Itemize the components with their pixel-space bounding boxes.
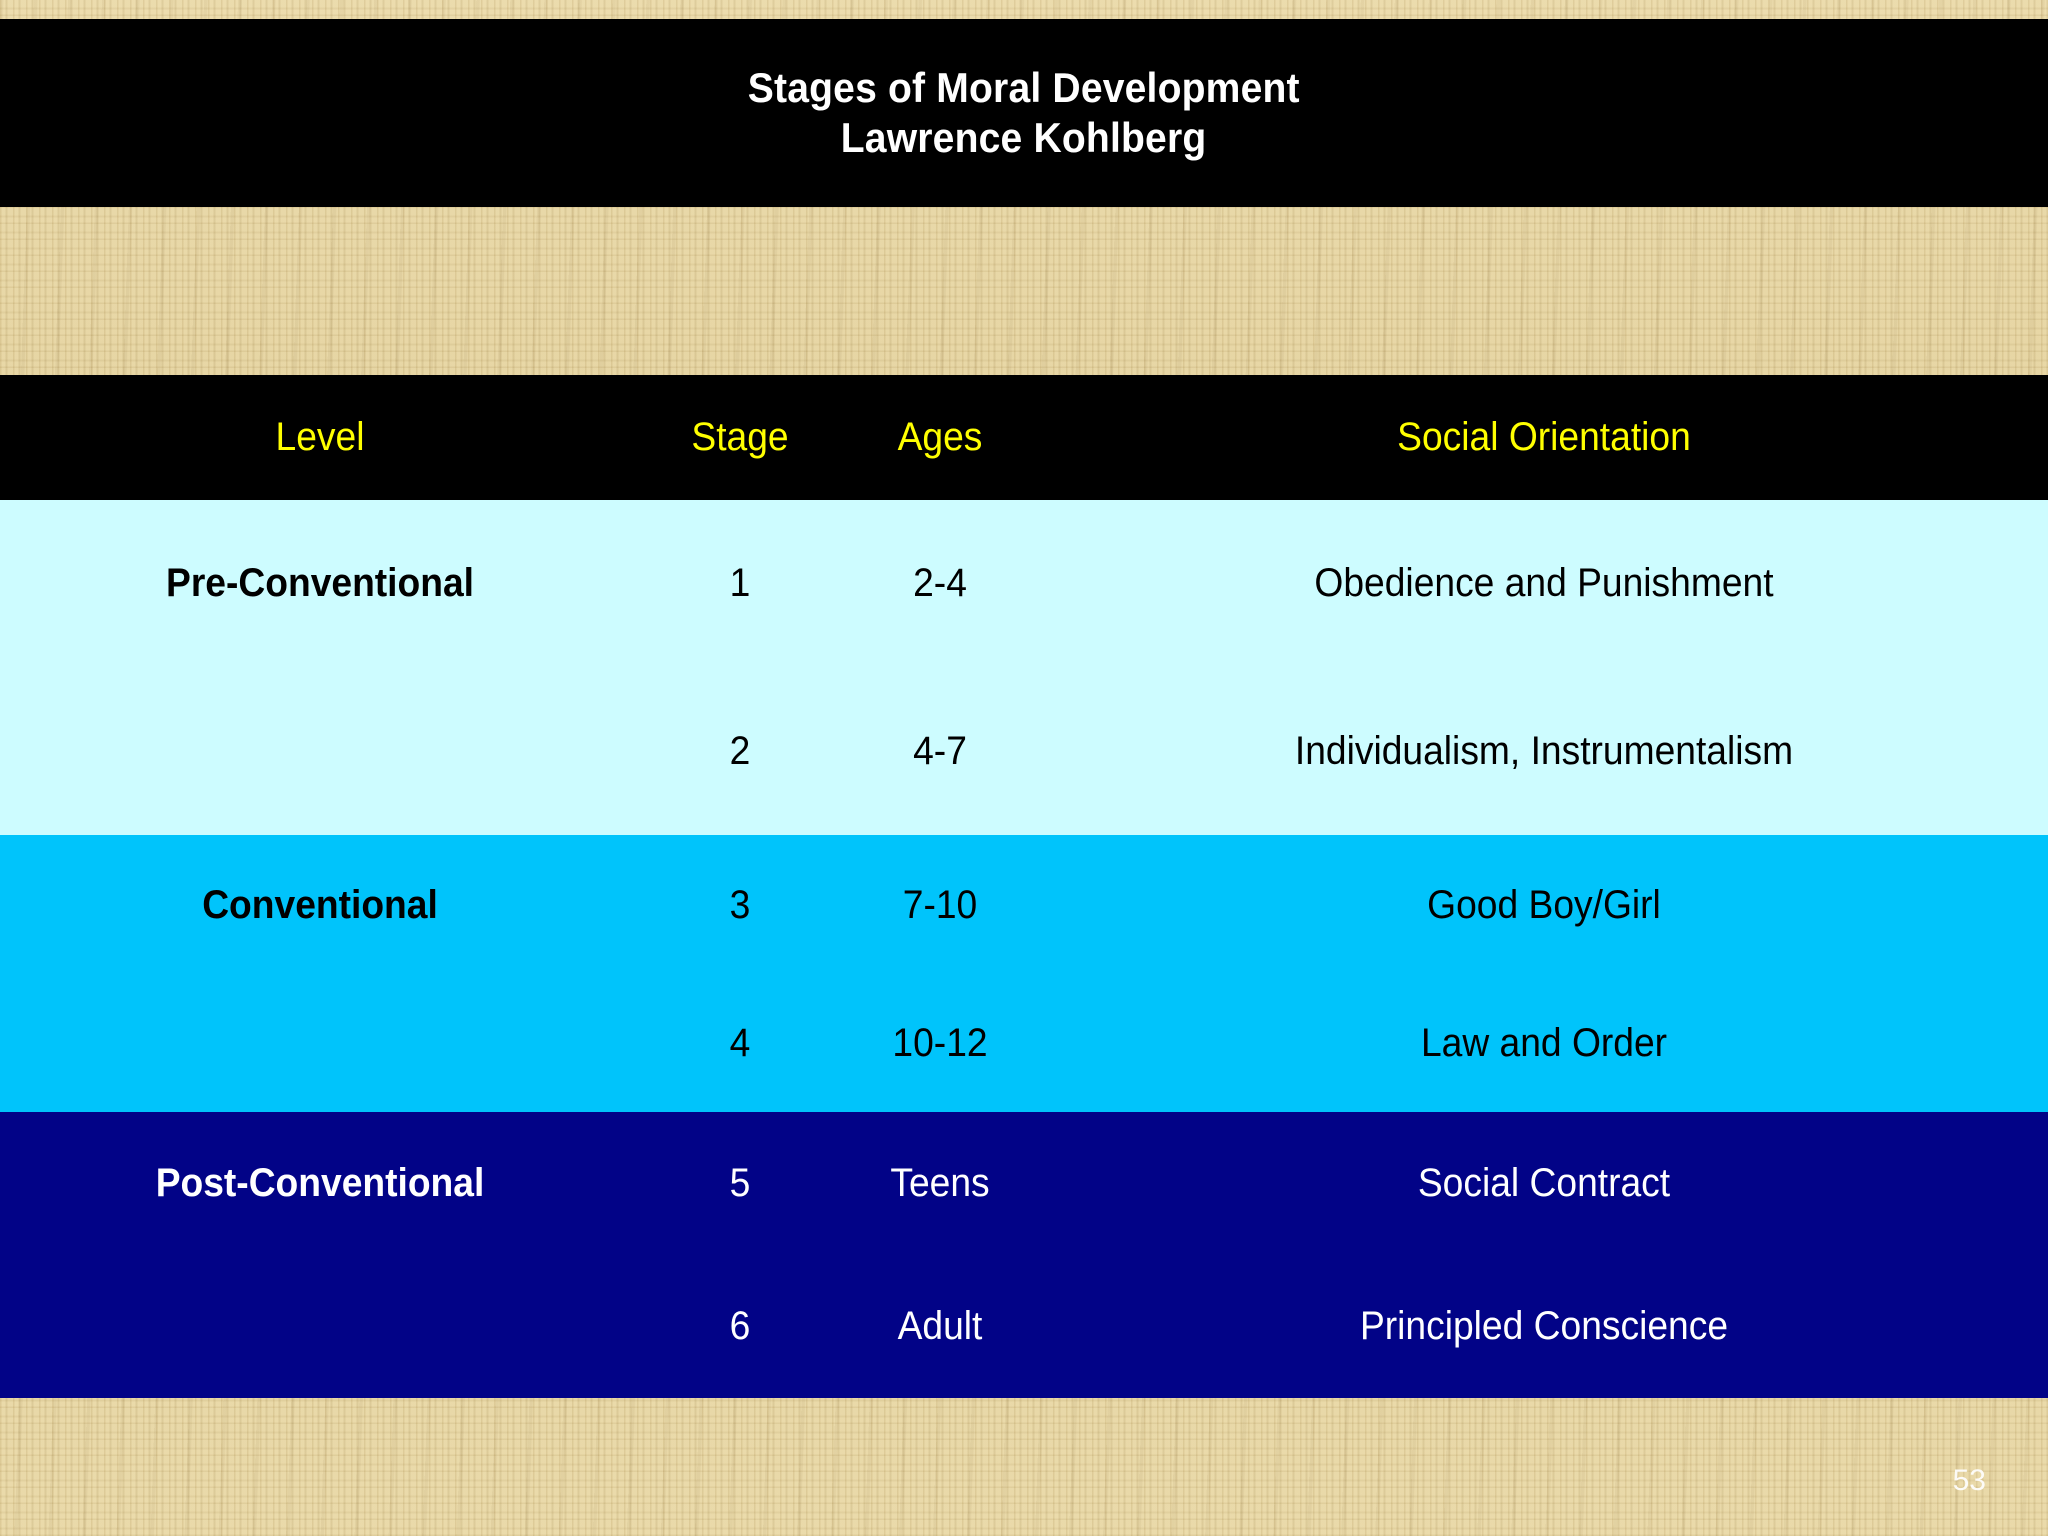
- table-row: 2 4-7 Individualism, Instrumentalism: [0, 667, 2048, 835]
- column-header-stage: Stage: [691, 415, 789, 459]
- cell-stage: 4: [729, 1021, 751, 1065]
- cell-social-orientation: Law and Order: [1420, 1021, 1668, 1065]
- cell-social-orientation: Obedience and Punishment: [1314, 561, 1774, 605]
- group-band-conventional: [0, 835, 2048, 1112]
- cell-ages: 10-12: [892, 1021, 988, 1065]
- cell-ages: 7-10: [902, 882, 978, 927]
- group-band-post-conventional: [0, 1112, 2048, 1398]
- cell-social-orientation: Individualism, Instrumentalism: [1294, 728, 1794, 773]
- cell-stage: 1: [729, 561, 751, 605]
- group-band-pre-conventional: [0, 500, 2048, 835]
- cell-level: Post-Conventional: [155, 1161, 485, 1205]
- cell-stage: 2: [729, 728, 751, 773]
- cell-level: Pre-Conventional: [166, 561, 474, 605]
- slide-title-line-2: Lawrence Kohlberg: [841, 114, 1207, 161]
- table-row: Post-Conventional 5 Teens Social Contrac…: [0, 1112, 2048, 1255]
- table-row: Conventional 3 7-10 Good Boy/Girl: [0, 835, 2048, 975]
- cell-ages: 4-7: [913, 728, 967, 773]
- moral-stages-table: Level Stage Ages Social Orientation Pre-…: [0, 375, 2048, 1398]
- table-row: 4 10-12 Law and Order: [0, 975, 2048, 1112]
- cell-ages: Adult: [897, 1304, 983, 1348]
- column-header-level: Level: [275, 415, 365, 459]
- cell-social-orientation: Social Contract: [1417, 1161, 1671, 1205]
- column-header-social-orientation: Social Orientation: [1397, 415, 1691, 459]
- table-header-row: Level Stage Ages Social Orientation: [0, 375, 2048, 500]
- table-row: 6 Adult Principled Conscience: [0, 1255, 2048, 1398]
- table-row: Pre-Conventional 1 2-4 Obedience and Pun…: [0, 500, 2048, 667]
- cell-ages: Teens: [890, 1161, 990, 1205]
- slide-title-line-1: Stages of Moral Development: [748, 64, 1300, 112]
- cell-stage: 6: [729, 1304, 751, 1348]
- title-band: Stages of Moral Development Lawrence Koh…: [0, 19, 2048, 207]
- cell-social-orientation: Good Boy/Girl: [1427, 882, 1661, 927]
- cell-level: Conventional: [202, 882, 438, 927]
- cell-ages: 2-4: [913, 561, 967, 605]
- cell-social-orientation: Principled Conscience: [1359, 1304, 1729, 1348]
- cell-stage: 3: [729, 882, 751, 927]
- table-header-band: [0, 375, 2048, 500]
- page-number: 53: [1952, 1464, 1986, 1497]
- cell-stage: 5: [729, 1161, 751, 1205]
- column-header-ages: Ages: [897, 415, 983, 459]
